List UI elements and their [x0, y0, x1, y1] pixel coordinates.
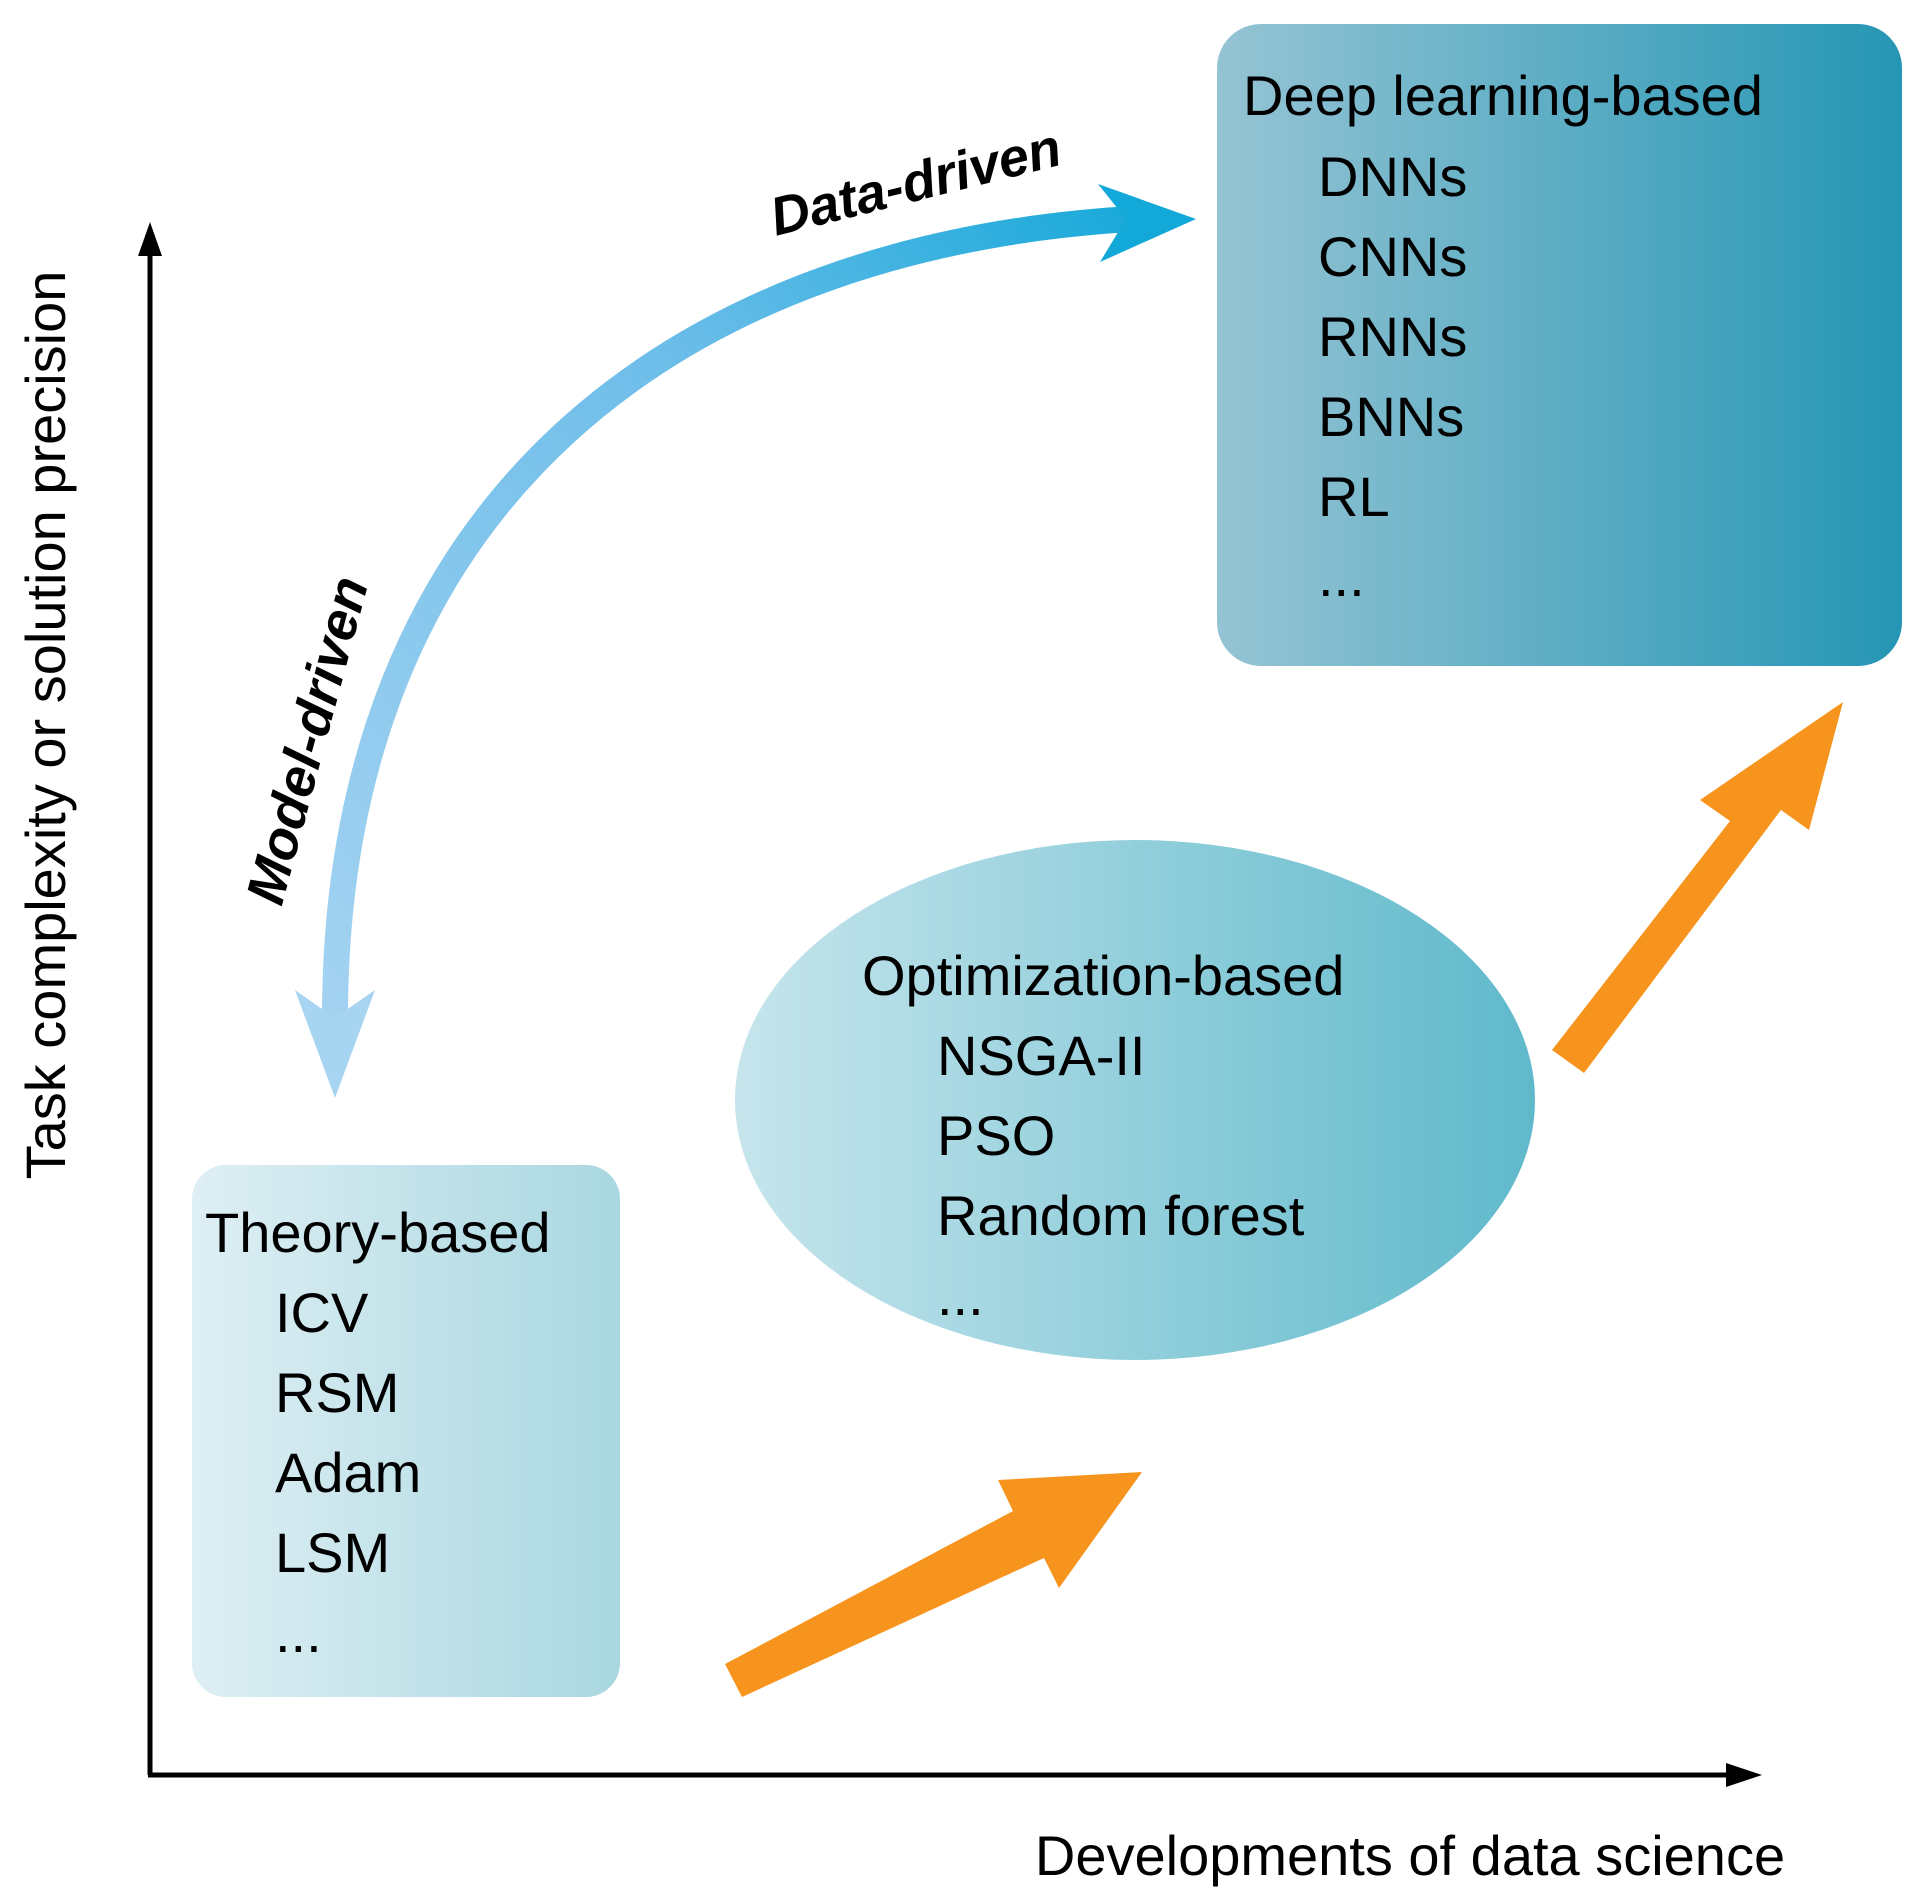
deep-learning-item: ... [1318, 545, 1365, 608]
theory-item: LSM [275, 1521, 390, 1584]
deep-learning-item: RL [1318, 465, 1390, 528]
theory-item: RSM [275, 1361, 399, 1424]
x-axis-label: Developments of data science [1035, 1824, 1785, 1887]
y-axis-arrowhead [138, 222, 162, 256]
axes: Task complexity or solution precision De… [14, 222, 1785, 1887]
optimization-item: ... [937, 1264, 984, 1327]
deep-learning-item: RNNs [1318, 305, 1467, 368]
curved-arrow-shaft [321, 205, 1151, 1031]
optimization-title: Optimization-based [862, 944, 1344, 1007]
optimization-ellipse-background [735, 840, 1535, 1360]
theory-item: ICV [275, 1281, 369, 1344]
orange-arrows [725, 702, 1843, 1697]
curved-arrow-head-right [1098, 184, 1196, 262]
deep-learning-box: Deep learning-based DNNs CNNs RNNs BNNs … [1217, 24, 1902, 666]
deep-learning-item: BNNs [1318, 385, 1464, 448]
deep-learning-item: CNNs [1318, 225, 1467, 288]
optimization-item: NSGA-II [937, 1024, 1145, 1087]
deep-learning-item: DNNs [1318, 145, 1467, 208]
theory-box: Theory-based ICV RSM Adam LSM ... [192, 1165, 620, 1697]
optimization-item: Random forest [937, 1184, 1305, 1247]
curved-arrow-head-down [295, 990, 375, 1098]
optimization-ellipse: Optimization-based NSGA-II PSO Random fo… [735, 840, 1535, 1360]
x-axis-arrowhead [1726, 1763, 1762, 1787]
theory-item: ... [275, 1601, 322, 1664]
y-axis-label: Task complexity or solution precision [14, 271, 77, 1180]
theory-box-background [192, 1165, 620, 1697]
orange-arrow-lower [725, 1472, 1142, 1697]
optimization-item: PSO [937, 1104, 1055, 1167]
deep-learning-title: Deep learning-based [1243, 64, 1763, 127]
theory-title: Theory-based [205, 1201, 551, 1264]
deep-learning-box-background [1217, 24, 1902, 666]
theory-item: Adam [275, 1441, 421, 1504]
orange-arrow-upper [1552, 702, 1843, 1073]
